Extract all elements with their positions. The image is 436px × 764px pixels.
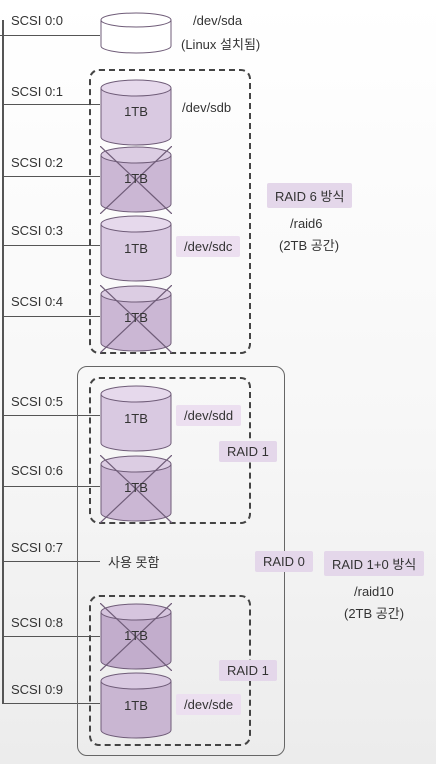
disk-capacity: 1TB (124, 171, 148, 186)
disk-device-label: /dev/sdc (176, 236, 241, 257)
raid6-mount: /raid6 (290, 216, 323, 231)
scsi-port-label: SCSI 0:3 (11, 223, 64, 238)
disk-capacity: 1TB (124, 628, 148, 643)
disk-icon (100, 672, 172, 739)
disk-note: (Linux 설치됨) (181, 37, 261, 52)
disk-capacity: 1TB (124, 698, 148, 713)
scsi-port-label: SCSI 0:9 (11, 682, 64, 697)
bus-connector (2, 316, 100, 317)
failed-disk-icon (100, 146, 172, 214)
scsi-port-label: SCSI 0:8 (11, 615, 64, 630)
raid6-label: RAID 6 방식 (267, 183, 353, 208)
disk-capacity: 1TB (124, 310, 148, 325)
disk-device-label: /dev/sdd (176, 405, 242, 426)
scsi-port-label: SCSI 0:7 (11, 540, 64, 555)
bus-connector (2, 636, 100, 637)
failed-disk-icon (100, 603, 172, 671)
disk-device-label: /dev/sdb (182, 100, 232, 115)
scsi-port-label: SCSI 0:4 (11, 294, 64, 309)
raid10-label: RAID 1+0 방식 (324, 551, 425, 576)
failed-disk-icon (100, 285, 172, 353)
bus-connector (2, 703, 100, 704)
unused-note: 사용 못함 (108, 555, 160, 570)
bus-connector (2, 176, 100, 177)
raid6-group (89, 69, 251, 354)
bus-connector (2, 245, 100, 246)
raid1-bottom-label: RAID 1 (219, 660, 277, 681)
scsi-port-label: SCSI 0:2 (11, 155, 64, 170)
os-disk-icon (100, 12, 172, 54)
disk-icon (100, 79, 172, 146)
raid10-capacity: (2TB 공간) (344, 606, 405, 621)
scsi-port-label: SCSI 0:6 (11, 463, 64, 478)
bus-connector (2, 561, 100, 562)
disk-capacity: 1TB (124, 411, 148, 426)
raid6-capacity: (2TB 공간) (279, 238, 340, 253)
bus-connector (2, 415, 100, 416)
disk-device-label: /dev/sda (193, 13, 243, 28)
bus-connector (2, 486, 100, 487)
raid1-top-label: RAID 1 (219, 441, 277, 462)
disk-icon (100, 215, 172, 282)
disk-capacity: 1TB (124, 241, 148, 256)
failed-disk-icon (100, 455, 172, 523)
disk-capacity: 1TB (124, 480, 148, 495)
bus-connector (2, 104, 100, 105)
disk-icon (100, 385, 172, 452)
scsi-port-label: SCSI 0:0 (11, 13, 64, 28)
raid10-mount: /raid10 (354, 584, 394, 599)
scsi-bus-line (2, 20, 4, 703)
bus-connector (0, 35, 100, 36)
scsi-port-label: SCSI 0:1 (11, 84, 64, 99)
disk-device-label: /dev/sde (176, 694, 242, 715)
raid0-label: RAID 0 (255, 551, 313, 572)
disk-capacity: 1TB (124, 104, 148, 119)
scsi-port-label: SCSI 0:5 (11, 394, 64, 409)
